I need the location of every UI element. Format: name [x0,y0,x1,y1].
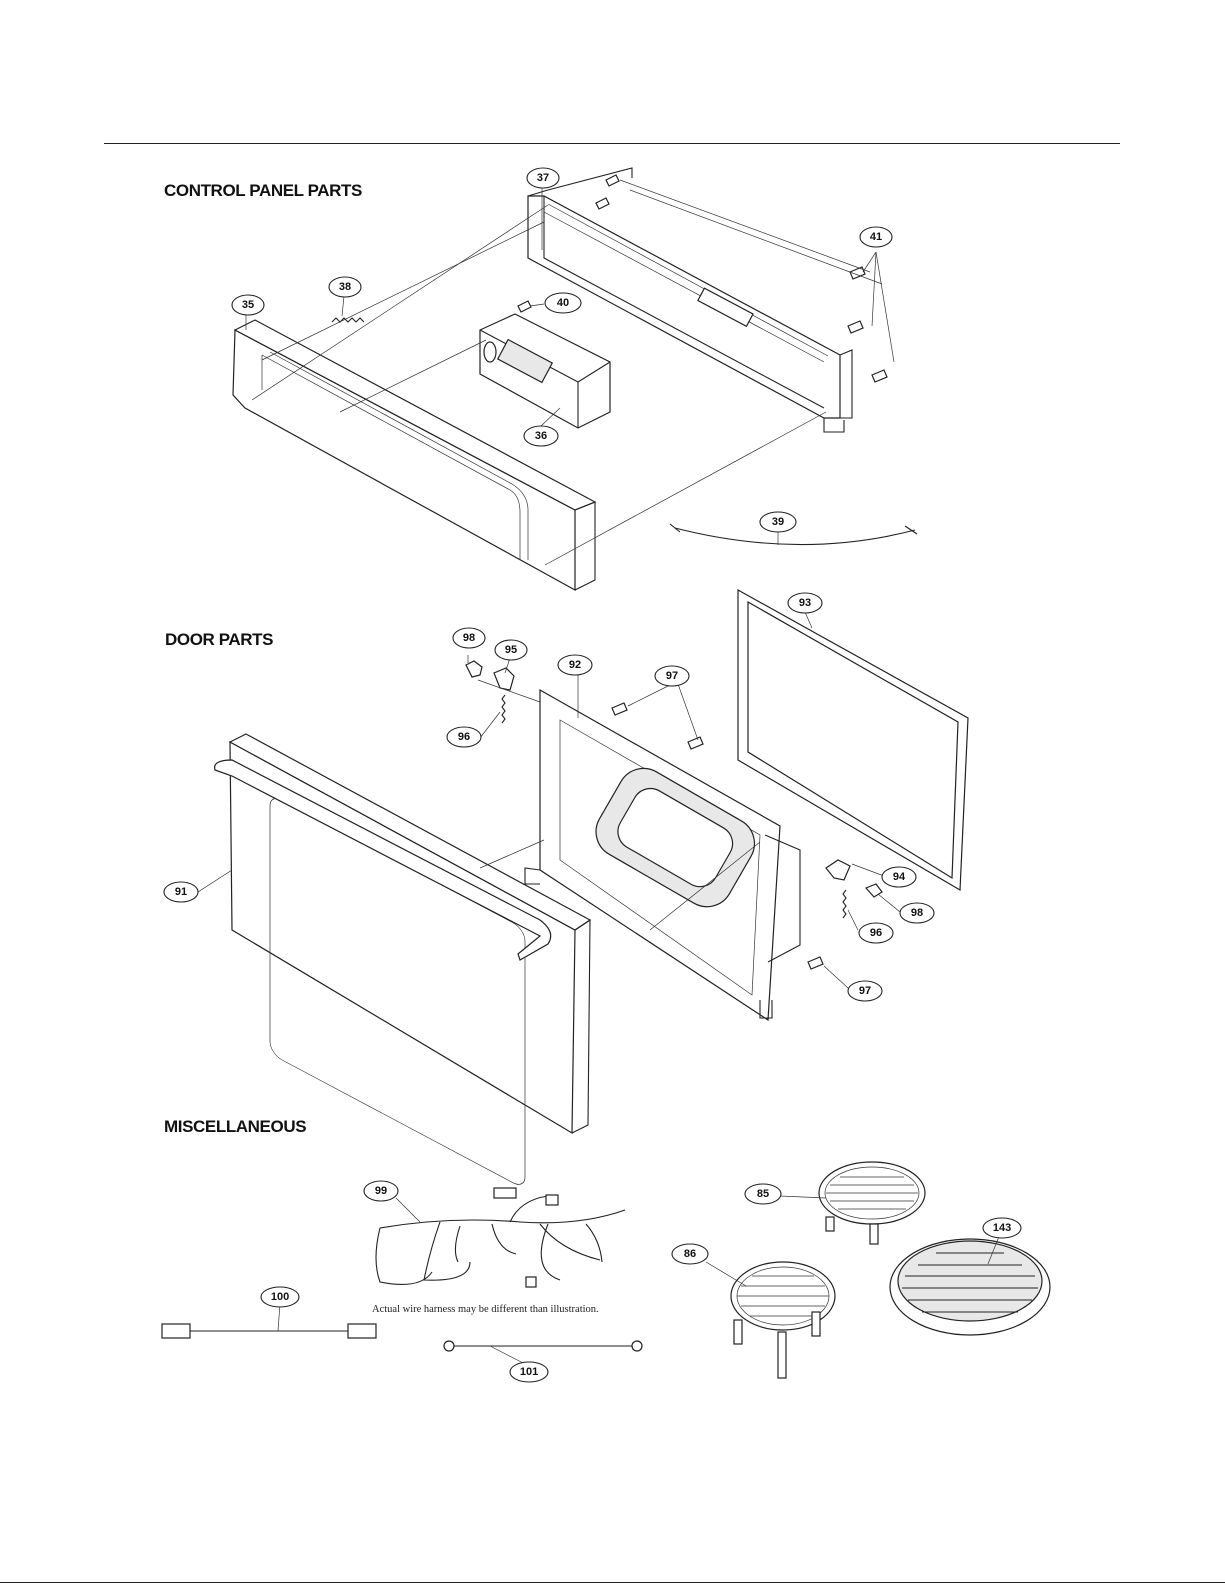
callout-41: 41 [860,227,892,247]
svg-text:96: 96 [870,927,882,939]
control-module-part [480,314,610,428]
spring-part [332,318,364,322]
svg-text:143: 143 [993,1222,1011,1234]
callout-97-bottom: 97 [848,981,882,1001]
svg-text:40: 40 [557,297,569,309]
svg-text:97: 97 [666,670,678,682]
svg-text:97: 97 [859,985,871,997]
callout-94: 94 [882,867,916,887]
callout-92: 92 [558,655,592,675]
svg-text:39: 39 [772,516,784,528]
callout-35: 35 [232,295,264,315]
control-panel-assembly [233,168,917,590]
callout-95: 95 [495,640,527,660]
power-cord-part [162,1324,376,1338]
svg-text:99: 99 [375,1185,387,1197]
callout-38: 38 [329,277,361,297]
callout-39: 39 [760,512,796,532]
callout-93: 93 [788,593,822,613]
callout-96-top: 96 [447,727,481,747]
svg-text:38: 38 [339,281,351,293]
callout-100: 100 [261,1287,299,1307]
callout-37: 37 [527,168,559,188]
callout-85: 85 [745,1184,781,1204]
door-assembly [198,590,968,1189]
ground-wire-part [444,1341,642,1351]
callout-91: 91 [164,882,198,902]
callout-40: 40 [545,293,581,313]
svg-text:93: 93 [799,597,811,609]
callout-101: 101 [510,1362,548,1382]
callout-96-bottom: 96 [859,923,893,943]
svg-text:41: 41 [870,231,882,243]
footer-rule [0,1582,1225,1583]
svg-text:37: 37 [537,172,549,184]
misc-parts [162,1162,1050,1378]
callout-98-top: 98 [453,628,485,648]
callout-143: 143 [983,1218,1021,1238]
wire-harness-part [376,1188,625,1287]
callout-36: 36 [524,426,558,446]
high-rack-part [819,1162,925,1244]
svg-text:36: 36 [535,430,547,442]
svg-text:85: 85 [757,1188,769,1200]
svg-text:95: 95 [505,644,517,656]
svg-text:92: 92 [569,659,581,671]
callout-99: 99 [364,1181,398,1201]
callout-97-top: 97 [655,666,689,686]
svg-text:86: 86 [684,1248,696,1260]
callout-86: 86 [672,1244,708,1264]
svg-text:94: 94 [893,871,906,883]
outer-door-part [215,734,590,1189]
svg-text:35: 35 [242,299,254,311]
svg-text:96: 96 [458,731,470,743]
svg-text:91: 91 [175,886,187,898]
callout-98-bottom: 98 [900,903,934,923]
svg-text:100: 100 [271,1291,289,1303]
low-rack-part [731,1262,835,1378]
svg-text:98: 98 [911,907,923,919]
svg-text:98: 98 [463,632,475,644]
wire-harness-note: Actual wire harness may be different tha… [372,1304,599,1315]
grill-tray-part [890,1239,1050,1335]
svg-text:101: 101 [520,1366,538,1378]
